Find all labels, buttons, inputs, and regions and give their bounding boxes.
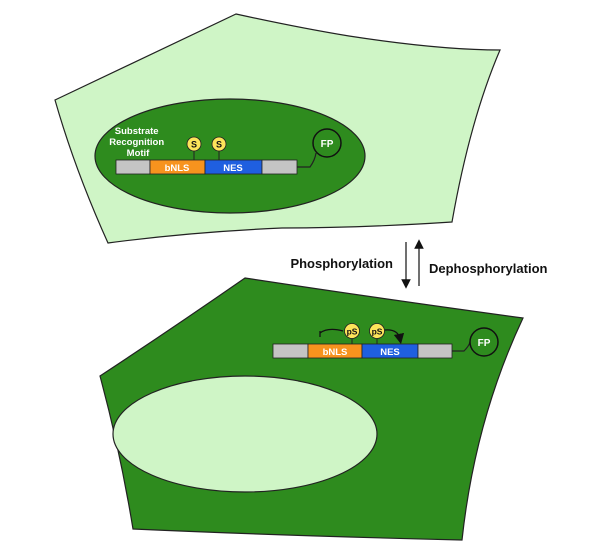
bottom-motif-segment <box>272 343 309 359</box>
bottom-phosphoserine-site-2: pS <box>369 323 385 344</box>
bottom-bnls-label: bNLS <box>323 347 348 358</box>
dephosphorylation-label: Dephosphorylation <box>429 261 548 276</box>
top-serine-site-2: S <box>211 136 227 160</box>
phosphorylation-label: Phosphorylation <box>290 256 393 271</box>
bottom-fp-label: FP <box>478 338 491 349</box>
top-cell: Substrate Recognition Motif bNLS NES S S <box>54 13 501 244</box>
reaction-arrows: Phosphorylation Dephosphorylation <box>290 239 548 289</box>
top-reporter: bNLS NES <box>115 159 298 175</box>
top-motif-segment <box>115 159 151 175</box>
bottom-site1-label: pS <box>347 327 358 337</box>
top-serine-site-1: S <box>186 136 202 160</box>
bottom-phosphoserine-site-1: pS <box>344 323 360 344</box>
top-cell-nucleus <box>94 98 366 214</box>
top-site2-label: S <box>216 140 222 150</box>
bottom-fp: FP <box>469 327 499 357</box>
bottom-cell-nucleus <box>112 375 378 493</box>
bottom-reporter: bNLS NES <box>272 343 453 359</box>
top-linker-segment <box>261 159 298 175</box>
top-fp: FP <box>312 128 342 158</box>
top-fp-label: FP <box>321 139 334 150</box>
bottom-cell: bNLS NES pS pS FP <box>99 277 524 541</box>
bottom-site2-label: pS <box>372 327 383 337</box>
top-site1-label: S <box>191 140 197 150</box>
top-nes-label: NES <box>223 163 243 174</box>
bottom-left-curved-arrow <box>319 328 344 334</box>
bottom-right-curved-arrow <box>384 329 405 345</box>
top-fp-linker <box>297 152 317 168</box>
substrate-motif-label: Substrate Recognition Motif <box>109 126 167 159</box>
bottom-linker-segment <box>417 343 453 359</box>
bottom-nes-label: NES <box>380 347 400 358</box>
top-bnls-label: bNLS <box>165 163 190 174</box>
